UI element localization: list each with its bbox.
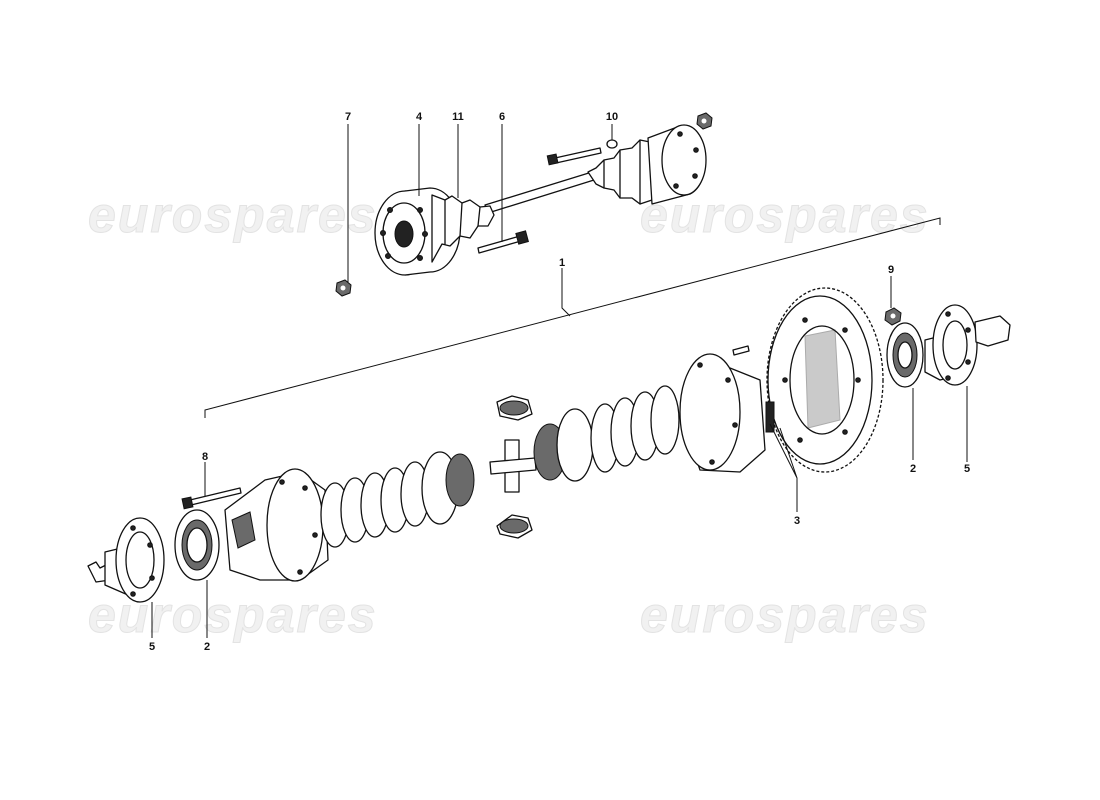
- ring-bolt-hole: [842, 327, 848, 333]
- ring-bolt-hole: [797, 437, 803, 443]
- watermark-bottom-left: eurospares: [88, 587, 378, 643]
- spider-gear-bottom-teeth: [499, 518, 529, 534]
- callout-1: 1: [559, 257, 565, 269]
- case-bolt-hole: [709, 459, 715, 465]
- ring-gear-bolts: [765, 401, 775, 433]
- bolt-10: [554, 147, 602, 164]
- cv-bolt-hole: [677, 131, 683, 137]
- cross-shaft-arm: [489, 457, 537, 475]
- flange-bolt-hole: [130, 591, 136, 597]
- nut-top-right-hole: [701, 118, 707, 124]
- diff-case-left-flange: [266, 468, 324, 582]
- nut-7-hole: [340, 285, 346, 291]
- leader-1: [561, 268, 571, 317]
- case-bolt-hole: [312, 532, 318, 538]
- cv-bolt-hole: [380, 230, 386, 236]
- ring-gear-interior-shade: [804, 329, 841, 429]
- side-gear-left-teeth: [445, 453, 475, 507]
- bolt-6-head: [515, 230, 529, 245]
- leader-lines: [151, 124, 968, 638]
- callout-5-left: 5: [149, 641, 155, 653]
- flange-right-inner: [942, 320, 968, 370]
- diff-case-right-flange: [679, 353, 741, 471]
- flange-left-inner: [125, 531, 155, 589]
- bolt-10-head: [546, 153, 559, 166]
- side-gear-right: [556, 408, 594, 482]
- callout-6: 6: [499, 111, 505, 123]
- clutch-plate: [650, 385, 680, 455]
- cv-bolt-hole: [673, 183, 679, 189]
- ring-bolt-hole: [842, 429, 848, 435]
- flange-bolt-hole: [965, 359, 971, 365]
- case-bolt-hole: [297, 569, 303, 575]
- callout-2-left: 2: [204, 641, 210, 653]
- spider-gear-top-teeth: [499, 400, 529, 416]
- case-bolt-hole: [732, 422, 738, 428]
- callout-2-right: 2: [910, 463, 916, 475]
- ring-bolt-hole: [802, 317, 808, 323]
- cv-joint-right-face: [661, 124, 707, 196]
- cv-bolt-hole: [693, 147, 699, 153]
- small-bolt: [732, 345, 750, 356]
- callout-11: 11: [452, 111, 464, 123]
- cv-bolt-hole: [422, 231, 428, 237]
- drive-shaft-assembly: [335, 112, 713, 297]
- flange-bolt-hole: [945, 375, 951, 381]
- flange-bolt-hole: [130, 525, 136, 531]
- case-bolt-hole: [279, 479, 285, 485]
- flange-right-stub: [974, 315, 1011, 347]
- leader-3: [769, 423, 798, 512]
- case-bolt-hole: [725, 377, 731, 383]
- callout-4: 4: [416, 111, 423, 123]
- bolt-6: [477, 235, 522, 254]
- flange-bolt-hole: [147, 542, 153, 548]
- case-bolt-hole: [302, 485, 308, 491]
- callout-7: 7: [345, 111, 351, 123]
- ring-gear-bore: [789, 325, 855, 435]
- bolt-8-head: [181, 496, 194, 510]
- boot-left: [431, 194, 495, 263]
- cv-bolt-hole: [387, 207, 393, 213]
- differential-assembly: [87, 287, 1011, 603]
- flange-bolt-hole: [965, 327, 971, 333]
- flange-bolt-hole: [945, 311, 951, 317]
- ring-bolt-hole: [782, 377, 788, 383]
- axle-shaft: [484, 171, 595, 214]
- cv-bolt-hole: [385, 253, 391, 259]
- ring-bolt-hole: [855, 377, 861, 383]
- callout-labels: 7 4 11 6 10 1 9 8 3 2 5 5 2: [149, 111, 970, 653]
- cv-bolt-hole: [417, 255, 423, 261]
- callout-3: 3: [794, 515, 800, 527]
- callout-5-right: 5: [964, 463, 970, 475]
- watermark-top-left: eurospares: [88, 187, 378, 243]
- bearing-right-inner: [897, 341, 913, 369]
- bolt-8: [189, 487, 242, 506]
- cv-bolt-hole: [417, 207, 423, 213]
- boot-left-folds: [444, 199, 481, 245]
- bearing-left-inner: [186, 527, 208, 563]
- case-bolt-hole: [697, 362, 703, 368]
- washer-10: [606, 139, 618, 149]
- watermark-bottom-right: eurospares: [640, 587, 930, 643]
- nut-9-hole: [890, 313, 896, 319]
- watermark-group: eurospares eurospares eurospares eurospa…: [88, 187, 930, 644]
- boot-right-folds: [603, 139, 641, 205]
- case-window: [231, 511, 256, 549]
- cv-joint-left-spline: [394, 220, 414, 248]
- callout-8: 8: [202, 451, 208, 463]
- group-bracket-1: [204, 217, 941, 418]
- flange-bolt-hole: [149, 575, 155, 581]
- cv-bolt-hole: [692, 173, 698, 179]
- callout-10: 10: [606, 111, 618, 123]
- callout-9: 9: [888, 264, 894, 276]
